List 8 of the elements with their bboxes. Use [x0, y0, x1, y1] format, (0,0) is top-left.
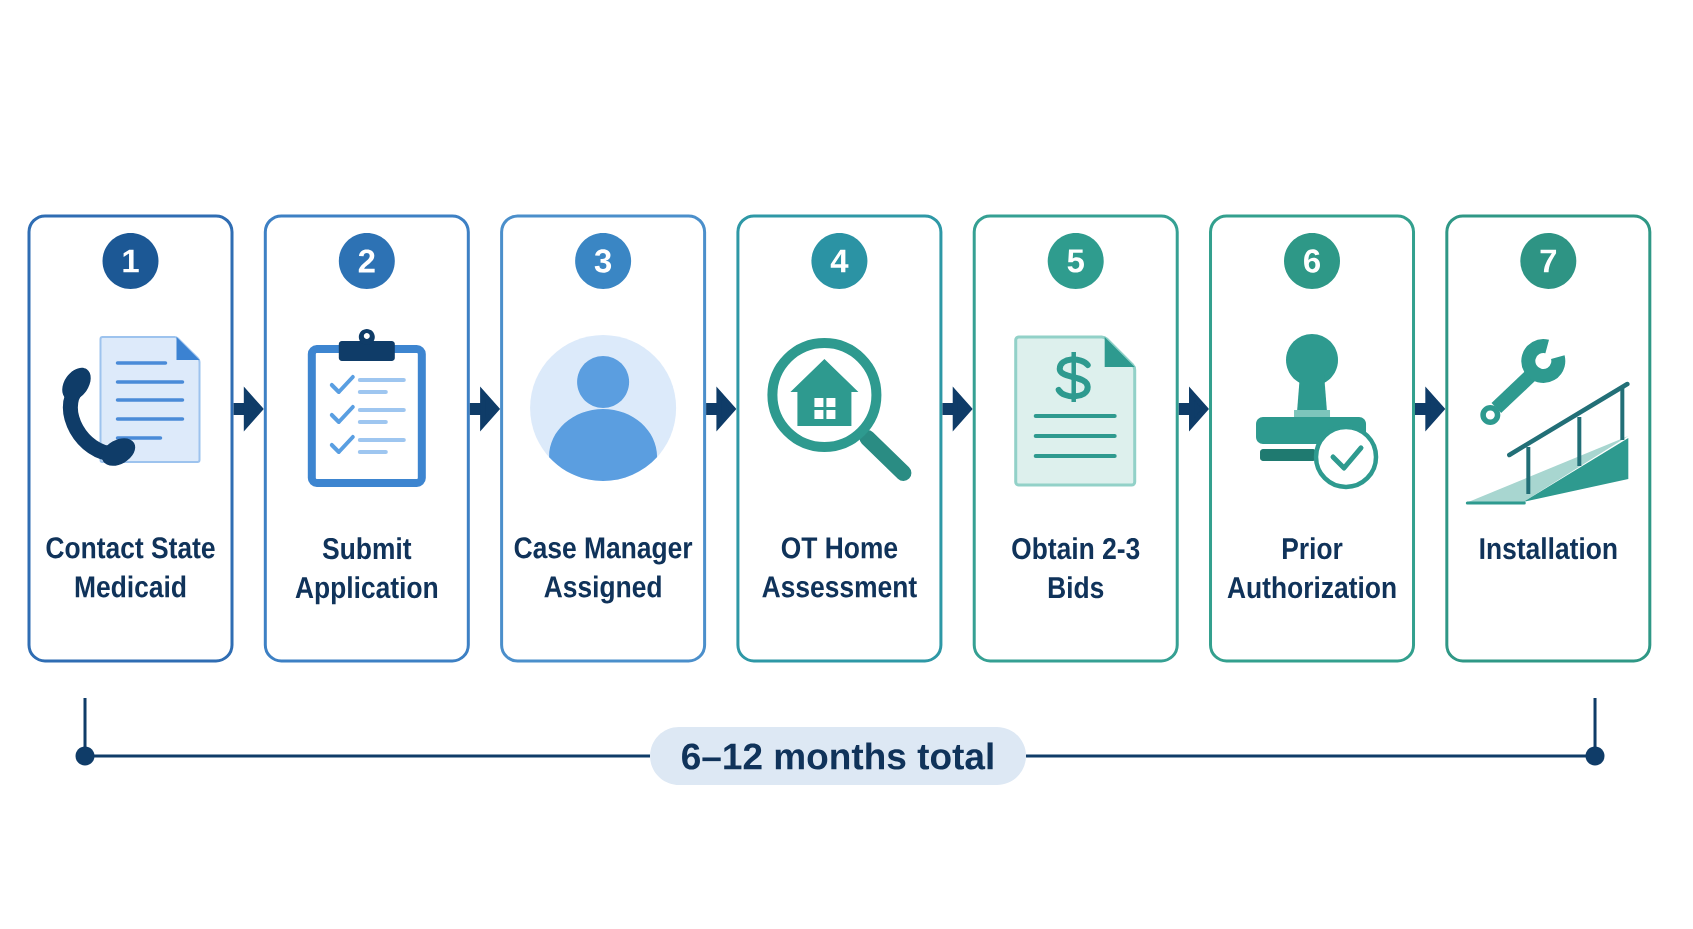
number-badge: 5	[1047, 233, 1104, 289]
number-badge: 6	[1284, 233, 1340, 289]
number-badge: 1	[102, 233, 159, 289]
number-badge: 7	[1520, 233, 1577, 289]
number-badge: 2	[338, 233, 395, 289]
number-badge: 4	[811, 233, 868, 289]
number-badge: 3	[575, 233, 632, 289]
duration-pill: 6–12 months total	[650, 727, 1026, 785]
